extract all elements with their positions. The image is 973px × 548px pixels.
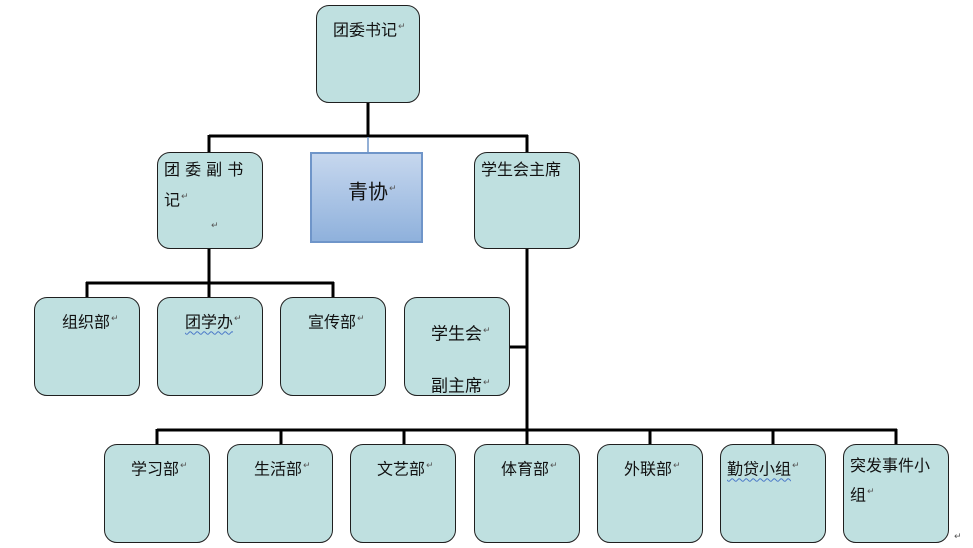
node-secretary: 团委书记↵ (316, 5, 420, 103)
label-work-study: 勤贷小组 (727, 459, 792, 479)
label-deputy-secretary-line1: 团 委 副 书 (164, 160, 244, 179)
node-youth-association: 青协↵ (310, 152, 423, 243)
label-life: 生活部 (254, 459, 303, 479)
label-sports: 体育部 (501, 459, 550, 479)
label-vice-president-line1: 学生会 (431, 324, 482, 345)
label-secretary: 团委书记 (333, 20, 398, 40)
label-publicity: 宣传部 (308, 312, 357, 332)
node-league-office: 团学办↵ (157, 297, 263, 396)
node-external: 外联部↵ (597, 444, 703, 543)
label-deputy-secretary-line2: 记 (164, 190, 181, 210)
label-external: 外联部 (624, 459, 673, 479)
node-student-union-president: 学生会主席 (474, 152, 580, 249)
node-deputy-secretary: 团 委 副 书 记↵ ↵ (157, 152, 263, 249)
trailing-paragraph-mark: ↵ (954, 532, 962, 542)
label-league-office: 团学办 (185, 312, 234, 332)
node-vice-president: 学生会↵ 副主席↵ (404, 297, 510, 397)
label-study: 学习部 (131, 459, 180, 479)
label-emergency-line2: 组 (850, 485, 867, 505)
node-work-study: 勤贷小组↵ (720, 444, 826, 543)
label-organization: 组织部 (62, 312, 111, 332)
label-youth-association: 青协 (348, 179, 388, 204)
node-life: 生活部↵ (227, 444, 333, 543)
label-vice-president-line2: 副主席 (431, 376, 482, 397)
node-organization: 组织部↵ (34, 297, 140, 396)
label-arts: 文艺部 (377, 459, 426, 479)
label-student-union-president: 学生会主席 (481, 160, 562, 179)
node-sports: 体育部↵ (474, 444, 580, 543)
node-emergency: 突发事件小 组↵ (843, 444, 949, 543)
node-publicity: 宣传部↵ (280, 297, 386, 396)
label-emergency-line1: 突发事件小 (850, 456, 931, 475)
node-arts: 文艺部↵ (350, 444, 456, 543)
node-study: 学习部↵ (104, 444, 210, 543)
